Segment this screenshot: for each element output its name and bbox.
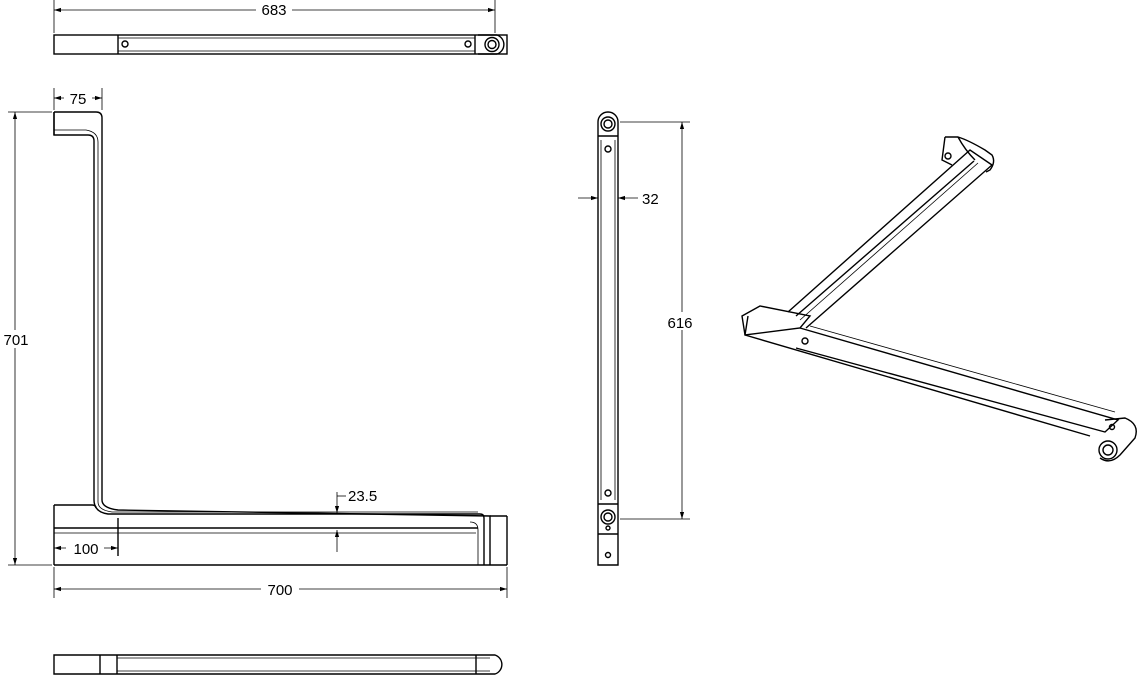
dimension-total-width: 700: [53, 567, 508, 599]
dim-100-label: 100: [73, 541, 98, 558]
dim-683-label: 683: [261, 2, 286, 19]
isometric-view: [741, 136, 1137, 462]
dimension-total-height: 701: [0, 111, 52, 566]
dimension-top-width: 683: [53, 0, 496, 33]
dim-701-label: 701: [3, 332, 28, 349]
dimension-flange-width: 75: [53, 88, 103, 110]
top-view: [53, 34, 508, 55]
dimension-thickness: 23.5: [334, 488, 377, 552]
dim-700-label: 700: [267, 582, 292, 599]
dim-616-label: 616: [667, 315, 692, 332]
dim-32-label: 32: [642, 191, 659, 208]
dimension-side-width: 32: [578, 191, 659, 208]
front-view: [53, 111, 508, 566]
bottom-view: [53, 654, 503, 675]
dimension-side-height: 616: [620, 121, 698, 520]
side-view: [597, 111, 619, 566]
dim-23-5-label: 23.5: [348, 488, 377, 505]
dim-75-label: 75: [70, 91, 87, 108]
dimension-foot-offset: 100: [54, 540, 118, 558]
